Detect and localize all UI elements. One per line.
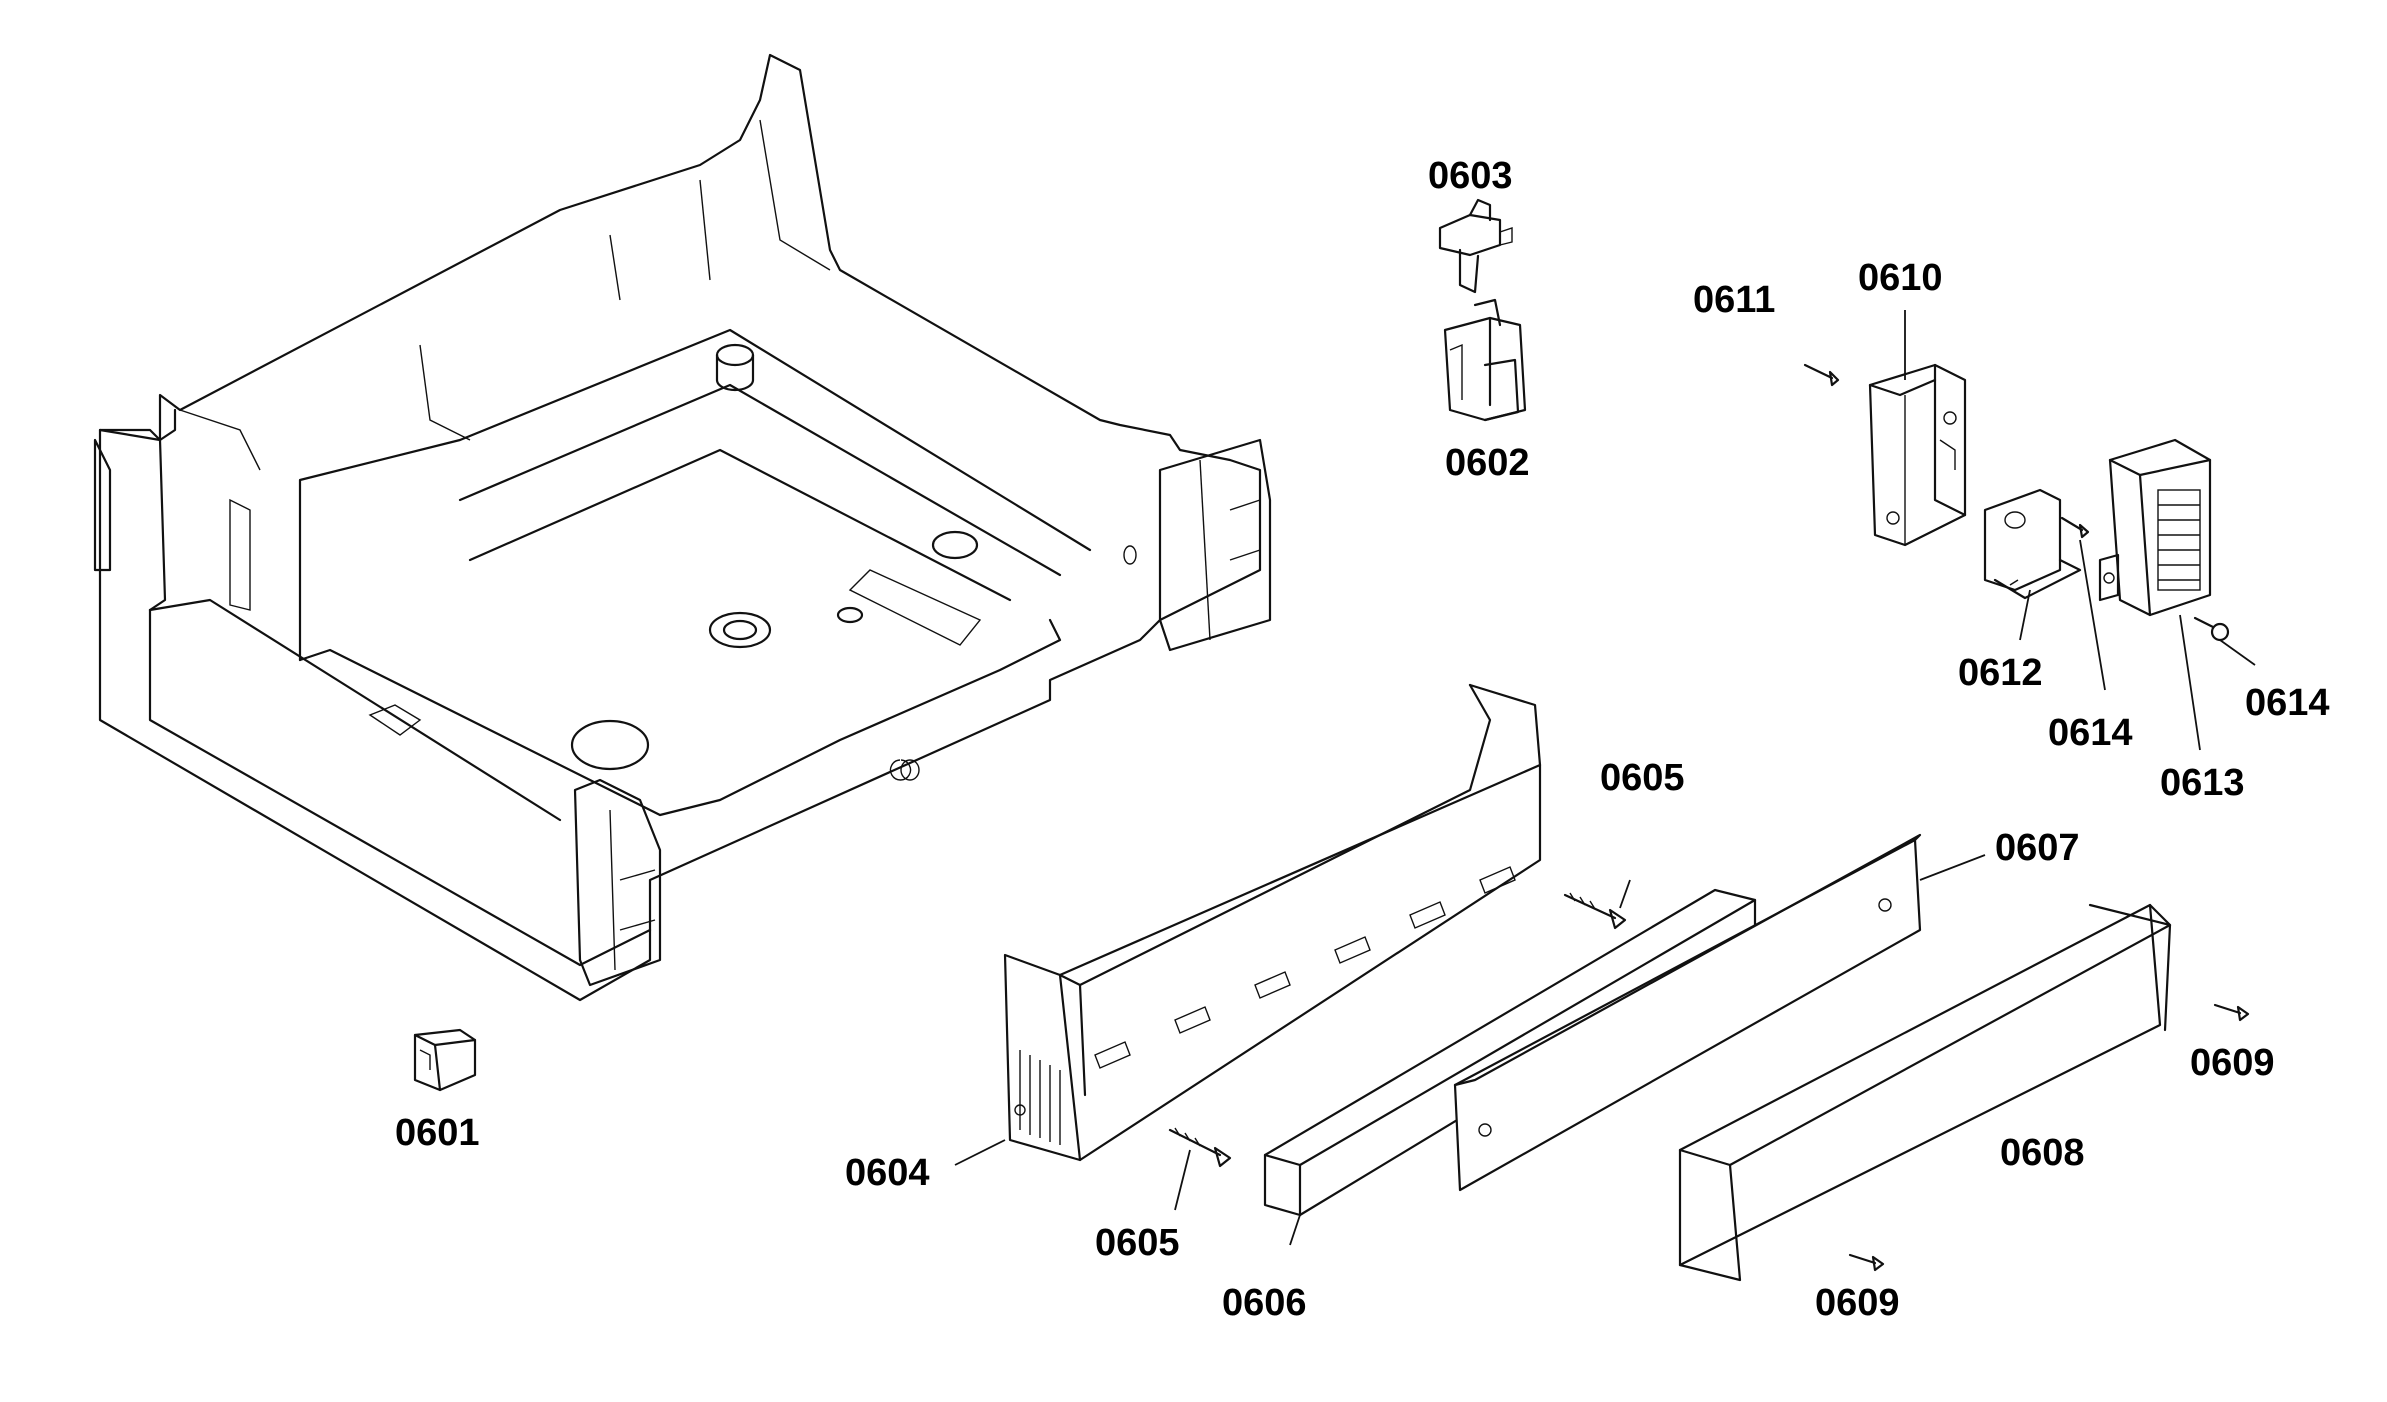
leader-lines bbox=[954, 310, 2256, 1246]
part-0612-mounting-plate bbox=[1983, 488, 2082, 600]
part-0614-screw-right bbox=[2193, 616, 2230, 642]
callout-0614-mid: 0614 bbox=[2048, 712, 2133, 754]
callout-0609-right: 0609 bbox=[2190, 1042, 2275, 1084]
part-0605-screw-top bbox=[1563, 892, 1627, 930]
callout-0612: 0612 bbox=[1958, 652, 2043, 694]
callout-0605-bottom: 0605 bbox=[1095, 1222, 1180, 1264]
callout-0602: 0602 bbox=[1445, 442, 1530, 484]
callout-0603: 0603 bbox=[1428, 155, 1513, 197]
part-0604-channel bbox=[1003, 683, 1542, 1162]
callout-0613: 0613 bbox=[2160, 762, 2245, 804]
callout-0605-top: 0605 bbox=[1600, 757, 1685, 799]
callout-0604: 0604 bbox=[845, 1152, 930, 1194]
part-0601-clip bbox=[413, 1028, 477, 1092]
part-0602-switch-housing bbox=[1443, 298, 1527, 422]
callout-0611: 0611 bbox=[1693, 279, 1775, 321]
part-0608-kickplate bbox=[1678, 903, 2172, 1282]
base-frame bbox=[93, 53, 1272, 1002]
part-0607-plate bbox=[1453, 833, 1922, 1192]
callout-0608: 0608 bbox=[2000, 1132, 2085, 1174]
part-0613-cover bbox=[2098, 438, 2212, 617]
part-0609-screw-bottom bbox=[1848, 1253, 1885, 1272]
part-0605-screw-bottom bbox=[1168, 1127, 1232, 1168]
callout-0610: 0610 bbox=[1858, 257, 1943, 299]
part-0611-screw bbox=[1803, 363, 1840, 387]
part-0610-bracket bbox=[1868, 363, 1967, 547]
callout-0601: 0601 bbox=[395, 1112, 480, 1154]
callout-0607: 0607 bbox=[1995, 827, 2080, 869]
part-0609-screw-right bbox=[2213, 1003, 2250, 1022]
callout-0606: 0606 bbox=[1222, 1282, 1307, 1324]
callout-0614-right: 0614 bbox=[2245, 682, 2330, 724]
part-0603-switch bbox=[1438, 198, 1513, 294]
part-0614-screw-mid bbox=[2060, 516, 2090, 539]
callout-labels: 0601 0602 0603 0604 0605 0605 0606 0607 … bbox=[395, 155, 2330, 1324]
callout-0609-bottom: 0609 bbox=[1815, 1282, 1900, 1324]
